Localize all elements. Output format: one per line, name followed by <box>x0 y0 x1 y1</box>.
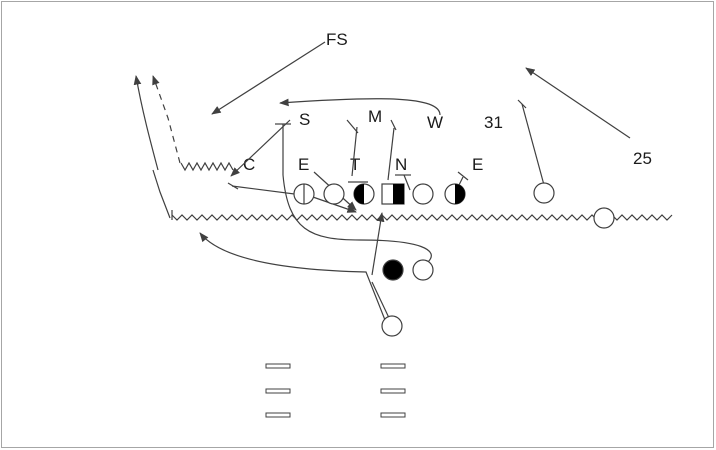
safety-25-arrow <box>525 67 631 139</box>
n-charge-line <box>403 174 411 191</box>
n31-route <box>521 103 545 186</box>
center-half-fill <box>393 184 404 204</box>
corner-shuffle-zigzag <box>180 161 234 172</box>
yard-dash <box>380 412 406 418</box>
label-w: W <box>427 113 443 132</box>
label-e-right: E <box>472 155 483 174</box>
offense-players <box>293 182 615 337</box>
tackle-right-half-fill <box>455 184 465 204</box>
label-e-left: E <box>298 155 309 174</box>
offense-wide-receiver <box>593 207 615 229</box>
offense-fullback <box>381 315 403 337</box>
m-fill-line <box>351 126 358 177</box>
line-of-scrimmage-zigzag <box>171 214 673 221</box>
w-tbar <box>390 119 397 131</box>
fullback-track-line <box>371 281 391 321</box>
offense-quarterback <box>382 259 404 281</box>
yard-dash <box>265 412 291 418</box>
label-c: C <box>243 155 255 174</box>
yard-dash <box>265 363 291 369</box>
label-t: T <box>350 155 360 174</box>
offense-guard-left <box>323 183 345 205</box>
s-loop-route <box>282 174 432 263</box>
e-right-tbar <box>457 171 469 181</box>
w-rotation-arrow <box>279 98 441 116</box>
yard-dash <box>380 363 406 369</box>
yard-dash <box>380 388 406 394</box>
label-n: N <box>395 155 407 174</box>
label-25: 25 <box>633 149 652 168</box>
dashed-route-arrow <box>152 75 181 164</box>
vertical-route-arrow <box>133 75 159 171</box>
sweep-route-arrow <box>199 232 386 321</box>
yard-dash <box>265 388 291 394</box>
outside-release-line <box>152 169 171 219</box>
guard-left-half-fill <box>354 184 364 204</box>
yard-markers <box>265 363 406 418</box>
label-s: S <box>299 110 310 129</box>
s-drop-arrow <box>230 119 291 177</box>
label-m: M <box>368 107 382 126</box>
offense-guard-right <box>412 183 434 205</box>
back-dive-arrow <box>371 212 385 276</box>
offense-tight-end <box>533 182 555 204</box>
offense-wing <box>412 259 434 281</box>
label-fs: FS <box>326 30 348 49</box>
label-31: 31 <box>484 113 503 132</box>
fs-drop-arrow <box>211 41 326 115</box>
w-fill-line <box>387 127 395 181</box>
